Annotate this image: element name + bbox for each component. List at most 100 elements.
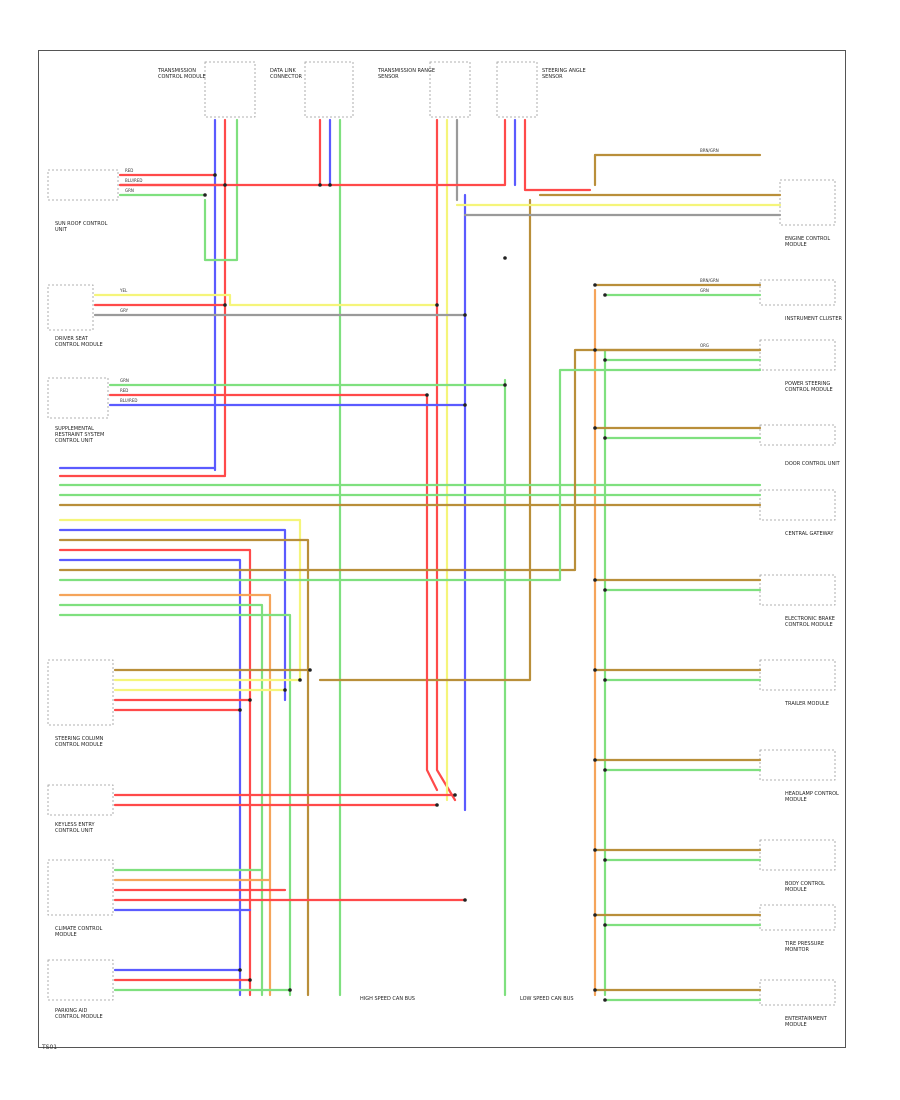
splice-dot	[593, 283, 597, 287]
component-label-right-1: MODULE	[785, 242, 807, 248]
wire-label-brown-2: BRN/GRN	[700, 278, 719, 283]
wire-label-red-2: RED	[120, 388, 128, 393]
connectors	[47, 61, 836, 1006]
splice-dot	[318, 183, 322, 187]
splice-dot	[238, 968, 242, 972]
component-label-left-3: CONTROL UNIT	[55, 438, 94, 444]
connector-left-5	[47, 784, 114, 816]
connector-right-3	[759, 339, 836, 371]
connector-left-6	[47, 859, 114, 916]
connector-right-9	[759, 839, 836, 871]
splice-dot	[453, 793, 457, 797]
component-label-right-7: TRAILER MODULE	[784, 701, 829, 707]
connector-right-4	[759, 424, 836, 446]
splice-dot	[603, 358, 607, 362]
component-label-left-1: UNIT	[55, 227, 68, 233]
component-label-bottom-b: LOW SPEED CAN BUS	[520, 996, 574, 1002]
wire-left3-red	[108, 393, 439, 792]
splice-dot	[593, 426, 597, 430]
wire-label-red: RED	[125, 168, 133, 173]
wire-label-green-3: GRN	[700, 288, 709, 293]
component-label-right-8: MODULE	[785, 797, 807, 803]
component-label-left-2: DRIVER SEAT	[55, 336, 89, 342]
wire-bus-14	[58, 603, 264, 997]
component-label-left-5: KEYLESS ENTRY	[55, 822, 95, 828]
connector-right-6	[759, 574, 836, 606]
splice-dot	[308, 668, 312, 672]
component-label-bottom-a: HIGH SPEED CAN BUS	[360, 996, 415, 1002]
splice-dot	[593, 578, 597, 582]
wire-bus-15	[58, 613, 292, 997]
wire-brown-vertical	[318, 198, 532, 682]
wire-left2-yellow	[93, 293, 439, 307]
connector-right-7	[759, 659, 836, 691]
splice-dot	[213, 173, 217, 177]
component-label-left-5: CONTROL UNIT	[55, 828, 94, 834]
connector-top-right-b	[496, 61, 538, 118]
wire-label-blue-2: BLU/RED	[120, 398, 137, 403]
component-label-right-9: BODY CONTROL	[785, 881, 825, 887]
connector-right-5	[759, 489, 836, 521]
component-label-left-4: CONTROL MODULE	[55, 742, 103, 748]
component-label-left-2: CONTROL MODULE	[55, 342, 103, 348]
splice-dot	[603, 768, 607, 772]
splice-dot	[463, 313, 467, 317]
splice-dot	[223, 303, 227, 307]
component-label-top-left: TRANSMISSION	[157, 68, 196, 74]
component-label-top-middle: DATA LINK	[270, 68, 296, 74]
splice-dot	[603, 923, 607, 927]
splice-dot	[503, 256, 507, 260]
connector-top-middle	[304, 61, 354, 118]
wire-bus-12	[58, 368, 762, 582]
splice-dot	[248, 698, 252, 702]
component-label-right-2: INSTRUMENT CLUSTER	[785, 316, 843, 322]
splice-dot	[435, 303, 439, 307]
component-label-top-left: CONTROL MODULE	[158, 74, 206, 80]
wire-green-trunk-1	[203, 118, 239, 262]
component-label-right-1: ENGINE CONTROL	[785, 236, 830, 242]
splice-dot	[593, 988, 597, 992]
connector-left-7	[47, 959, 114, 1001]
connector-right-8	[759, 749, 836, 781]
splice-dot	[223, 183, 227, 187]
splice-dot	[503, 383, 507, 387]
component-label-left-6: CLIMATE CONTROL	[55, 926, 103, 932]
component-label-right-11: ENTERTAINMENT	[785, 1016, 828, 1022]
connector-right-10	[759, 904, 836, 931]
wire-label-green: GRN	[125, 188, 134, 193]
wire-red-trunk-2	[435, 118, 457, 802]
component-label-left-1: SUN ROOF CONTROL	[55, 221, 108, 227]
component-label-left-7: PARKING AID	[55, 1008, 87, 1014]
wire-bus-7	[58, 528, 287, 702]
wire-label-brown: BRN/GRN	[700, 148, 719, 153]
component-label-right-6: ELECTRONIC BRAKE	[785, 616, 835, 622]
wire-bus-6	[58, 518, 302, 682]
splice-dot	[593, 348, 597, 352]
wire-red-top	[118, 118, 507, 187]
splice-dot	[463, 403, 467, 407]
connector-left-2	[47, 284, 94, 331]
splice-dot	[425, 393, 429, 397]
wires	[58, 118, 782, 1002]
wire-bus-10	[58, 558, 242, 997]
component-label-right-6: CONTROL MODULE	[785, 622, 833, 628]
wire-bus-9	[58, 548, 252, 997]
splice-dot	[203, 193, 207, 197]
connector-left-4	[47, 659, 114, 726]
wire-red-top-right	[523, 118, 592, 192]
connector-left-1	[47, 169, 119, 201]
connector-right-11	[759, 979, 836, 1006]
component-label-right-3: CONTROL MODULE	[785, 387, 833, 393]
splice-dot	[593, 848, 597, 852]
splice-dot	[298, 678, 302, 682]
splice-dot	[593, 668, 597, 672]
wire-label-yellow: YEL	[119, 288, 128, 293]
component-label-top-right-a: SENSOR	[378, 74, 399, 80]
component-label-left-7: CONTROL MODULE	[55, 1014, 103, 1020]
component-label-right-5: CENTRAL GATEWAY	[785, 531, 834, 537]
splice-dot	[593, 758, 597, 762]
component-label-right-9: MODULE	[785, 887, 807, 893]
component-label-left-4: STEERING COLUMN	[55, 736, 104, 742]
